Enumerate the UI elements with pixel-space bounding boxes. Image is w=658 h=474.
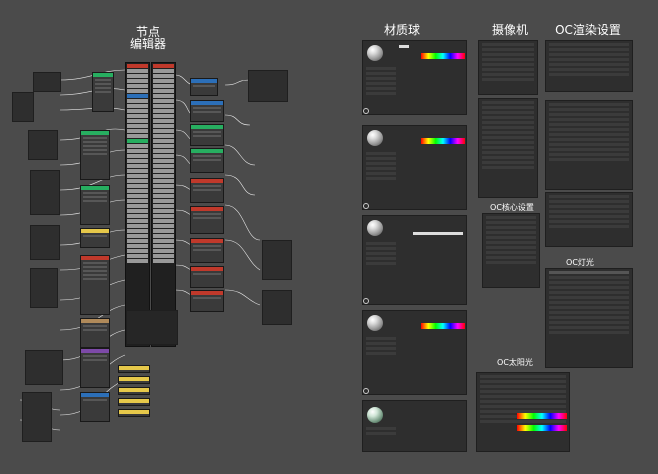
node[interactable] <box>118 365 150 373</box>
gear-icon[interactable] <box>363 108 369 114</box>
param-panel <box>262 290 292 325</box>
node-list-column[interactable] <box>125 62 150 347</box>
oc-core-panel <box>482 213 540 288</box>
oc-light-title: OC灯光 <box>566 258 594 267</box>
param-panel <box>25 350 63 385</box>
oc-sun-panel <box>476 372 570 452</box>
param-panel <box>30 170 60 215</box>
camera-title: 摄像机 <box>491 23 528 37</box>
camera-panel <box>478 98 538 198</box>
node-stack[interactable] <box>80 392 110 422</box>
node-stack[interactable] <box>80 130 110 180</box>
material-panel <box>362 215 467 305</box>
param-panel <box>30 268 58 308</box>
param-panel <box>248 70 288 102</box>
oc-light-panel <box>545 268 633 368</box>
material-preview-sphere <box>367 220 383 236</box>
oc-render-panel <box>545 192 633 247</box>
material-panel <box>362 125 467 210</box>
param-panel <box>30 225 60 260</box>
oc-render-title: OC渲染设置 <box>555 23 621 37</box>
color-spectrum[interactable] <box>517 413 567 419</box>
node[interactable] <box>118 409 150 417</box>
gear-icon[interactable] <box>363 203 369 209</box>
material-preview-sphere <box>367 315 383 331</box>
node[interactable] <box>190 78 218 96</box>
param-panel <box>262 240 292 280</box>
node-list-column[interactable] <box>151 62 176 347</box>
material-ball-title: 材质球 <box>383 23 420 37</box>
node-stack[interactable] <box>80 228 110 248</box>
node[interactable] <box>118 376 150 384</box>
material-preview-sphere <box>367 407 383 423</box>
node-stack[interactable] <box>80 255 110 315</box>
node-info-panel <box>126 310 178 345</box>
node[interactable] <box>190 238 224 263</box>
node[interactable] <box>190 100 224 122</box>
node-stack[interactable] <box>92 72 114 112</box>
node[interactable] <box>190 266 224 288</box>
color-spectrum[interactable] <box>421 53 465 59</box>
param-panel <box>22 392 52 442</box>
node[interactable] <box>190 178 224 203</box>
node-editor-title-line2: 编辑器 <box>129 37 166 51</box>
param-panel <box>33 72 61 92</box>
node[interactable] <box>190 206 224 234</box>
material-panel <box>362 310 467 395</box>
oc-core-title: OC核心设置 <box>490 203 534 212</box>
oc-render-panel <box>545 100 633 190</box>
gear-icon[interactable] <box>363 298 369 304</box>
oc-render-panel <box>545 40 633 92</box>
node[interactable] <box>190 124 224 146</box>
material-preview-sphere <box>367 130 383 146</box>
node[interactable] <box>190 148 224 173</box>
node[interactable] <box>118 398 150 406</box>
param-panel <box>12 92 34 122</box>
material-panel <box>362 400 467 452</box>
oc-sun-title: OC太阳光 <box>497 358 533 367</box>
material-preview-sphere <box>367 45 383 61</box>
node-stack[interactable] <box>80 348 110 388</box>
camera-panel <box>478 40 538 95</box>
material-panel <box>362 40 467 115</box>
node-editor-title-line1: 节点 <box>135 25 160 39</box>
node[interactable] <box>118 387 150 395</box>
gear-icon[interactable] <box>363 388 369 394</box>
node-stack[interactable] <box>80 318 110 348</box>
param-panel <box>28 130 58 160</box>
node-stack[interactable] <box>80 185 110 225</box>
node[interactable] <box>190 290 224 312</box>
